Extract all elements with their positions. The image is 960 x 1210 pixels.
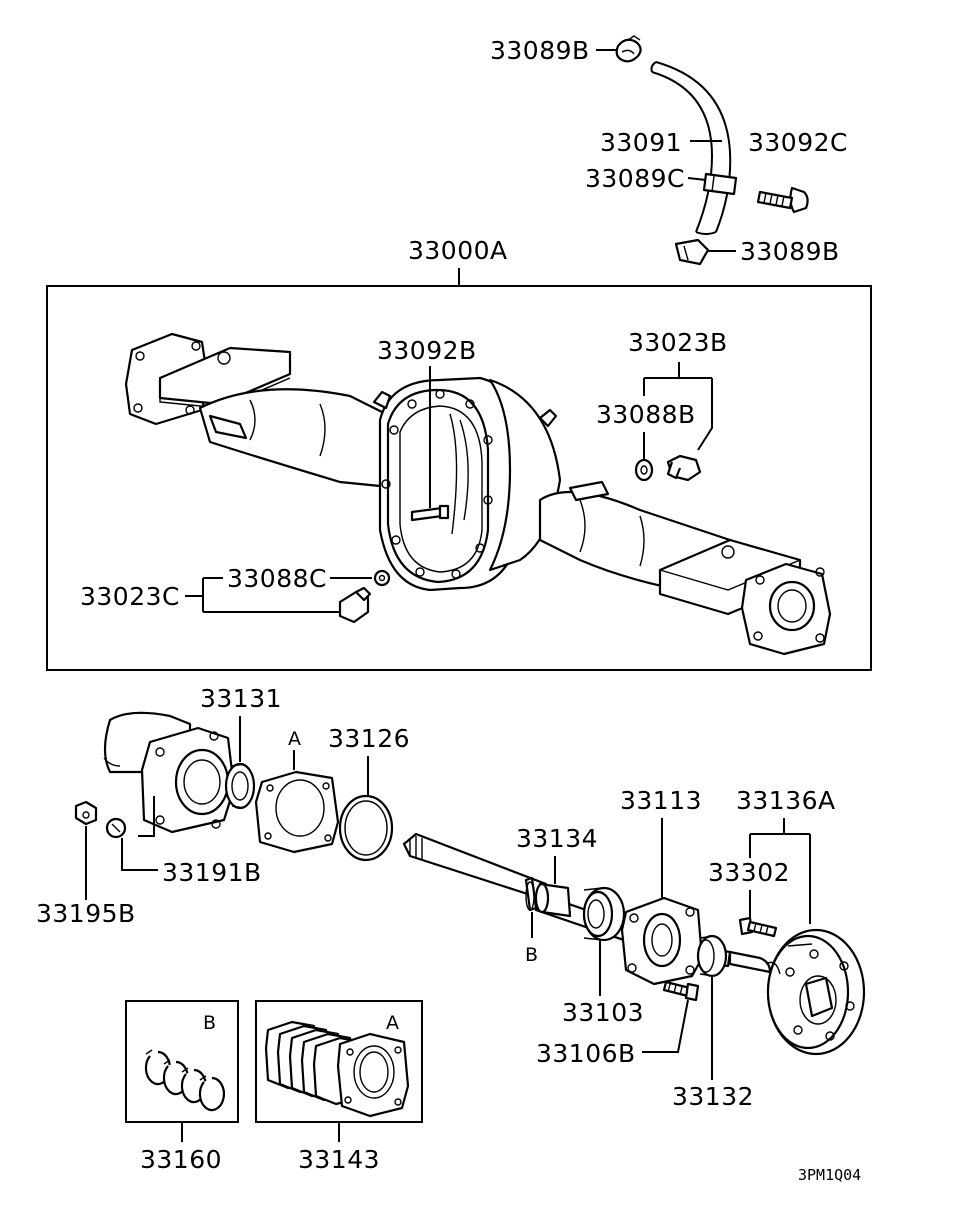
spacer-icon: [524, 876, 572, 918]
breather-hose-group: 33089B 33091 33089C 33092C 3: [490, 35, 848, 266]
marker-a: A: [288, 728, 301, 750]
part-label-33089b: 33089B: [490, 36, 590, 65]
part-label-33103: 33103: [562, 998, 644, 1027]
part-label-33131: 33131: [200, 684, 282, 713]
axle-housing-icon: [124, 332, 832, 656]
nut-icon: [74, 800, 98, 826]
part-label-33160: 33160: [140, 1145, 222, 1174]
leader-line: [687, 177, 707, 181]
figure-code: 3PM1Q04: [798, 1166, 861, 1184]
washer-icon: [634, 458, 654, 482]
part-label-33000a: 33000A: [408, 236, 508, 265]
breather-hose-icon: [650, 61, 732, 235]
brake-drum-hub-icon: [728, 928, 866, 1056]
part-label-33089c: 33089C: [585, 164, 685, 193]
part-label-33132: 33132: [672, 1082, 754, 1111]
part-label-33134: 33134: [516, 824, 598, 853]
part-label-33136a: 33136A: [736, 786, 836, 815]
leader-line: [749, 818, 811, 924]
bolt-icon: [738, 916, 778, 938]
leader-line: [643, 362, 713, 451]
washer-icon: [105, 817, 127, 839]
part-label-33195b: 33195B: [36, 899, 136, 928]
part-label-33092c: 33092C: [748, 128, 848, 157]
axle-housing-assembly-frame: [46, 285, 872, 671]
leader-line: [642, 999, 689, 1053]
retainer-icon: [620, 896, 704, 986]
collar-icon: [696, 934, 728, 978]
hose-clamp-icon: [615, 35, 642, 63]
part-label-33126: 33126: [328, 724, 410, 753]
part-label-33089b-lower: 33089B: [740, 237, 840, 266]
part-label-33106b: 33106B: [536, 1039, 636, 1068]
o-ring-icon: [338, 794, 394, 862]
part-label-33143: 33143: [298, 1145, 380, 1174]
gasket-icon: [254, 770, 340, 854]
part-label-33088c: 33088C: [227, 564, 327, 593]
hose-clamp-icon: [702, 172, 738, 196]
part-label-33113: 33113: [620, 786, 702, 815]
drain-plug-icon: [338, 586, 372, 624]
washer-icon: [373, 569, 391, 587]
leader-line: [138, 796, 155, 837]
leader-line: [121, 838, 158, 871]
leader-line: [185, 577, 341, 613]
marker-b-set: B: [203, 1012, 216, 1034]
part-label-33092b: 33092B: [377, 336, 477, 365]
bolt-icon: [662, 980, 700, 1002]
part-label-33023c: 33023C: [80, 582, 180, 611]
shim-set-icon: [264, 1020, 410, 1118]
part-label-33091: 33091: [600, 128, 682, 157]
oil-seal-icon: [224, 762, 256, 810]
bolt-icon: [410, 504, 450, 522]
axle-housing-end-icon: [103, 711, 236, 834]
snap-ring-set-icon: [144, 1049, 225, 1112]
marker-a-set: A: [386, 1012, 399, 1034]
part-label-33302: 33302: [708, 858, 790, 887]
bearing-icon: [582, 886, 626, 942]
marker-b: B: [525, 944, 538, 966]
breather-plug-icon: [756, 186, 809, 214]
part-label-33088b: 33088B: [596, 400, 696, 429]
part-label-33191b: 33191B: [162, 858, 262, 887]
drain-plug-icon: [666, 454, 702, 482]
part-label-33023b: 33023B: [628, 328, 728, 357]
hose-clamp-icon: [674, 238, 710, 266]
